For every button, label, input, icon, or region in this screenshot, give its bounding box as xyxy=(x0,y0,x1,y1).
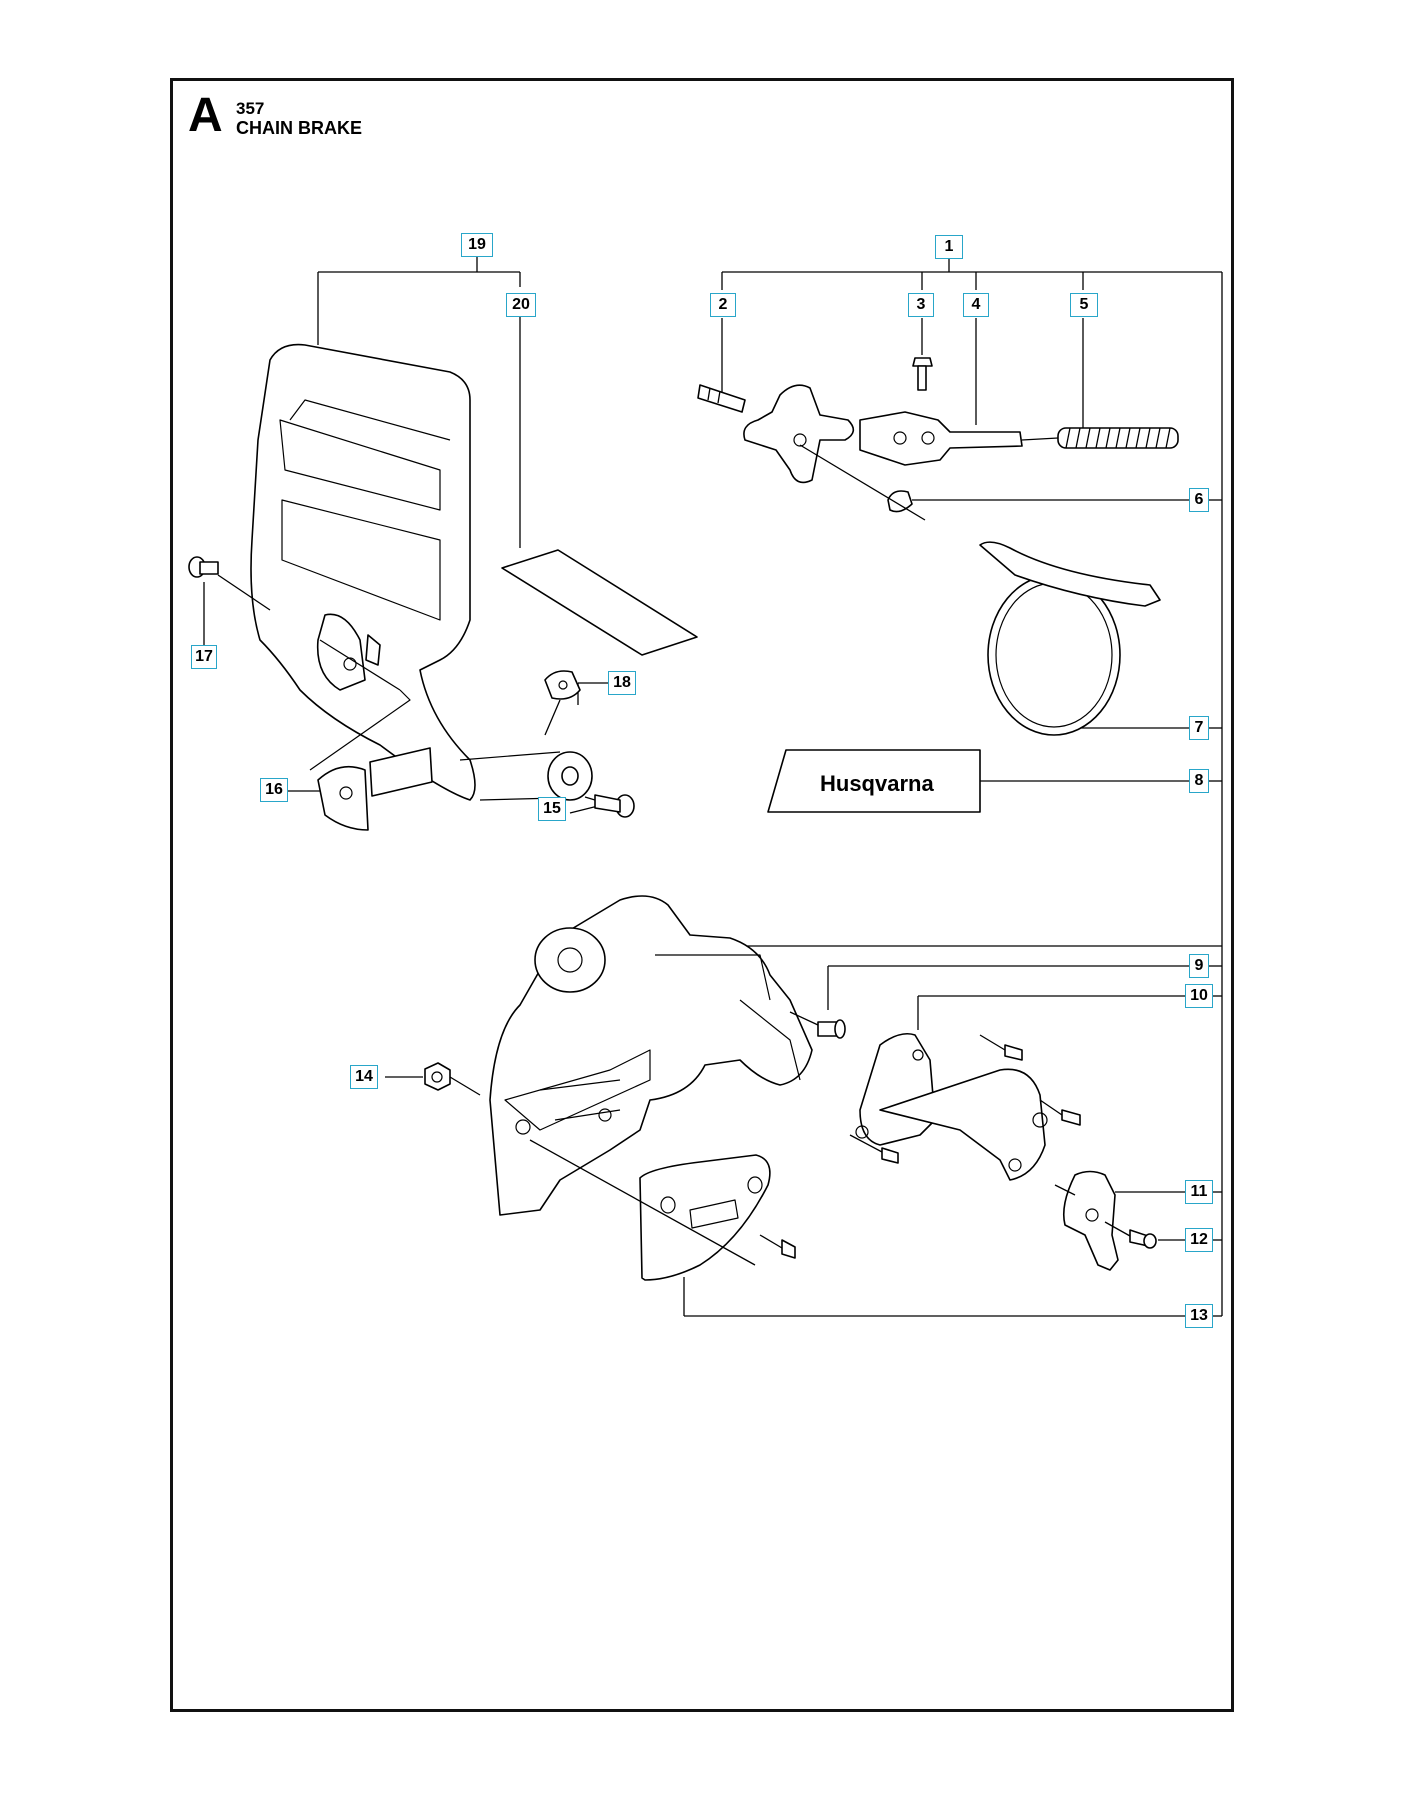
callout-5[interactable]: 5 xyxy=(1070,293,1098,317)
bracket-10 xyxy=(849,1032,1081,1181)
callout-3[interactable]: 3 xyxy=(908,293,934,317)
spring-5 xyxy=(1057,427,1179,449)
page-frame xyxy=(170,78,1234,1712)
nut-14 xyxy=(424,1062,481,1096)
clip-18 xyxy=(544,670,581,736)
callout-19[interactable]: 19 xyxy=(461,233,493,257)
brake-lever-assembly xyxy=(697,357,1179,521)
brand-logo-text: Husqvarna xyxy=(820,771,934,796)
cam-16 xyxy=(309,639,433,831)
lock-block-11 xyxy=(1054,1170,1119,1271)
callout-2[interactable]: 2 xyxy=(710,293,736,317)
page-title: CHAIN BRAKE xyxy=(236,118,362,138)
callout-10[interactable]: 10 xyxy=(1185,984,1213,1008)
screw-12 xyxy=(1104,1221,1157,1249)
husqvarna-decal-8: Husqvarna xyxy=(767,749,981,813)
callout-8[interactable]: 8 xyxy=(1189,769,1209,793)
callout-17[interactable]: 17 xyxy=(191,645,217,669)
leader-lines xyxy=(203,257,1223,1317)
screw-17 xyxy=(188,556,271,611)
callout-11[interactable]: 11 xyxy=(1185,1180,1213,1204)
callout-20[interactable]: 20 xyxy=(506,293,536,317)
section-letter: A xyxy=(188,89,223,142)
callout-16[interactable]: 16 xyxy=(260,778,288,802)
cover-plate-13 xyxy=(529,1139,796,1281)
callout-18[interactable]: 18 xyxy=(608,671,636,695)
callout-7[interactable]: 7 xyxy=(1189,716,1209,740)
screw-15 xyxy=(584,794,635,818)
model-number: 357 xyxy=(236,99,265,118)
callout-12[interactable]: 12 xyxy=(1185,1228,1213,1252)
chain-brake-housing xyxy=(489,895,813,1216)
callout-14[interactable]: 14 xyxy=(350,1065,378,1089)
callout-9[interactable]: 9 xyxy=(1189,954,1209,978)
hand-guard-part xyxy=(250,343,593,801)
callout-13[interactable]: 13 xyxy=(1185,1304,1213,1328)
callout-15[interactable]: 15 xyxy=(538,797,566,821)
decal-part xyxy=(501,549,698,656)
brake-band-7 xyxy=(979,541,1161,736)
callout-4[interactable]: 4 xyxy=(963,293,989,317)
callout-6[interactable]: 6 xyxy=(1189,488,1209,512)
pin-9 xyxy=(789,1011,846,1039)
callout-1[interactable]: 1 xyxy=(935,235,963,259)
